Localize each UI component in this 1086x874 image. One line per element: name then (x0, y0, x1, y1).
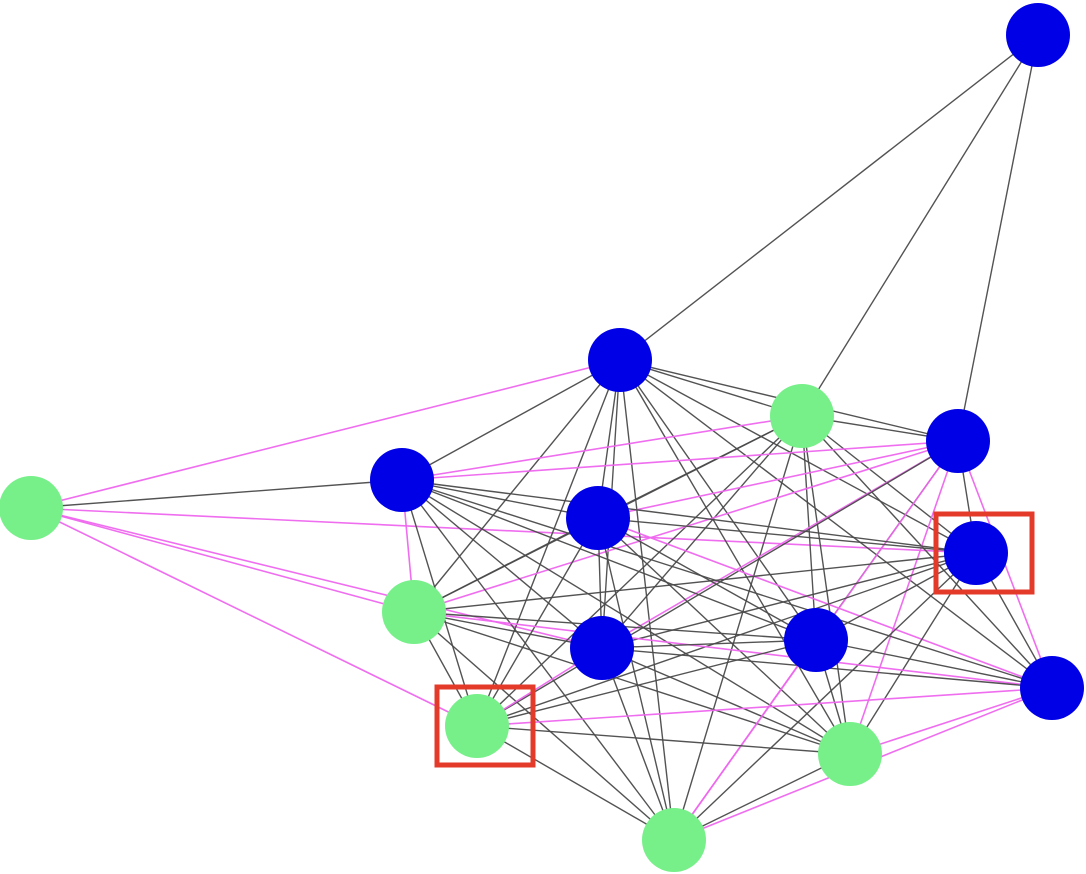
edge-b3-b6 (401, 479, 603, 649)
edge-b3-b5 (401, 479, 977, 554)
edge-b4-g3 (476, 517, 599, 727)
edge-b_top-b1 (619, 34, 1039, 361)
node-b_top[interactable] (1006, 3, 1070, 67)
edge-b6-g5 (601, 647, 675, 841)
edge-b4-g5 (597, 517, 675, 841)
edge-b_top-b2 (957, 34, 1039, 442)
edge-b2-g3 (476, 440, 959, 727)
edge-g4-g5 (673, 753, 851, 841)
edge-g2-g4 (413, 611, 851, 755)
node-g2[interactable] (382, 580, 446, 644)
edge-b4-b5 (597, 517, 977, 554)
highlight-layer (434, 511, 1035, 768)
node-g1[interactable] (770, 384, 834, 448)
edge-g_left-b1 (30, 359, 621, 509)
highlight-box-g3 (434, 684, 536, 768)
edge-g_left-b3 (30, 479, 403, 509)
edge-g3-g5 (476, 725, 675, 841)
node-g5[interactable] (642, 808, 706, 872)
edge-b1-b3 (401, 359, 621, 481)
edge-g_left-b5 (30, 507, 977, 554)
node-layer (0, 3, 1084, 872)
node-b4[interactable] (566, 486, 630, 550)
edge-b8-g3 (476, 687, 1053, 727)
edge-b6-b7 (601, 639, 817, 649)
edge-b4-b7 (597, 517, 817, 641)
edge-g_left-g3 (30, 507, 478, 727)
edge-b5-g5 (673, 552, 977, 841)
node-b7[interactable] (784, 608, 848, 672)
edge-b2-b3 (401, 440, 959, 481)
edge-g1-b3 (401, 415, 803, 481)
edge-b5-g3 (476, 552, 977, 727)
edge-g_left-b6 (30, 507, 603, 649)
node-g3[interactable] (445, 694, 509, 758)
edge-b3-g4 (401, 479, 851, 755)
node-b1[interactable] (588, 328, 652, 392)
edge-g1-g5 (673, 415, 803, 841)
edge-g3-g4 (476, 725, 851, 755)
edge-b1-g2 (413, 359, 621, 613)
edge-b1-b5 (619, 359, 977, 554)
edge-b3-b8 (401, 479, 1053, 689)
edge-b7-g5 (673, 639, 817, 841)
edge-g2-b8 (413, 611, 1053, 689)
edge-b8-g4 (849, 687, 1053, 755)
edge-g1-b5 (801, 415, 977, 554)
edge-b3-g5 (401, 479, 675, 841)
edge-b5-g4 (849, 552, 977, 755)
node-b5[interactable] (944, 521, 1008, 585)
edge-g1-b8 (801, 415, 1053, 689)
edge-b4-g4 (597, 517, 851, 755)
edge-b3-b4 (401, 479, 599, 519)
node-b2[interactable] (926, 409, 990, 473)
edge-b6-g4 (601, 647, 851, 755)
edge-b1-b8 (619, 359, 1053, 689)
edge-b3-b7 (401, 479, 817, 641)
edge-g_left-g2 (30, 507, 415, 613)
edge-b4-b8 (597, 517, 1053, 689)
highlight-box-b5 (933, 511, 1035, 595)
edge-g1-g3 (476, 415, 803, 727)
edge-b7-b8 (815, 639, 1053, 689)
node-g4[interactable] (818, 722, 882, 786)
node-b3[interactable] (370, 448, 434, 512)
edge-b1-g5 (619, 359, 675, 841)
node-b6[interactable] (570, 616, 634, 680)
edge-b4-g2 (413, 517, 599, 613)
node-g_left[interactable] (0, 476, 63, 540)
edge-b1-b7 (619, 359, 817, 641)
edge-g2-g5 (413, 611, 675, 841)
edge-b1-g4 (619, 359, 851, 755)
edge-b5-g2 (413, 552, 977, 613)
edge-b_top-g1 (801, 34, 1039, 417)
node-b8[interactable] (1020, 656, 1084, 720)
edge-b2-g4 (849, 440, 959, 755)
edge-b2-b4 (597, 440, 959, 519)
edge-b5-b6 (601, 552, 977, 649)
